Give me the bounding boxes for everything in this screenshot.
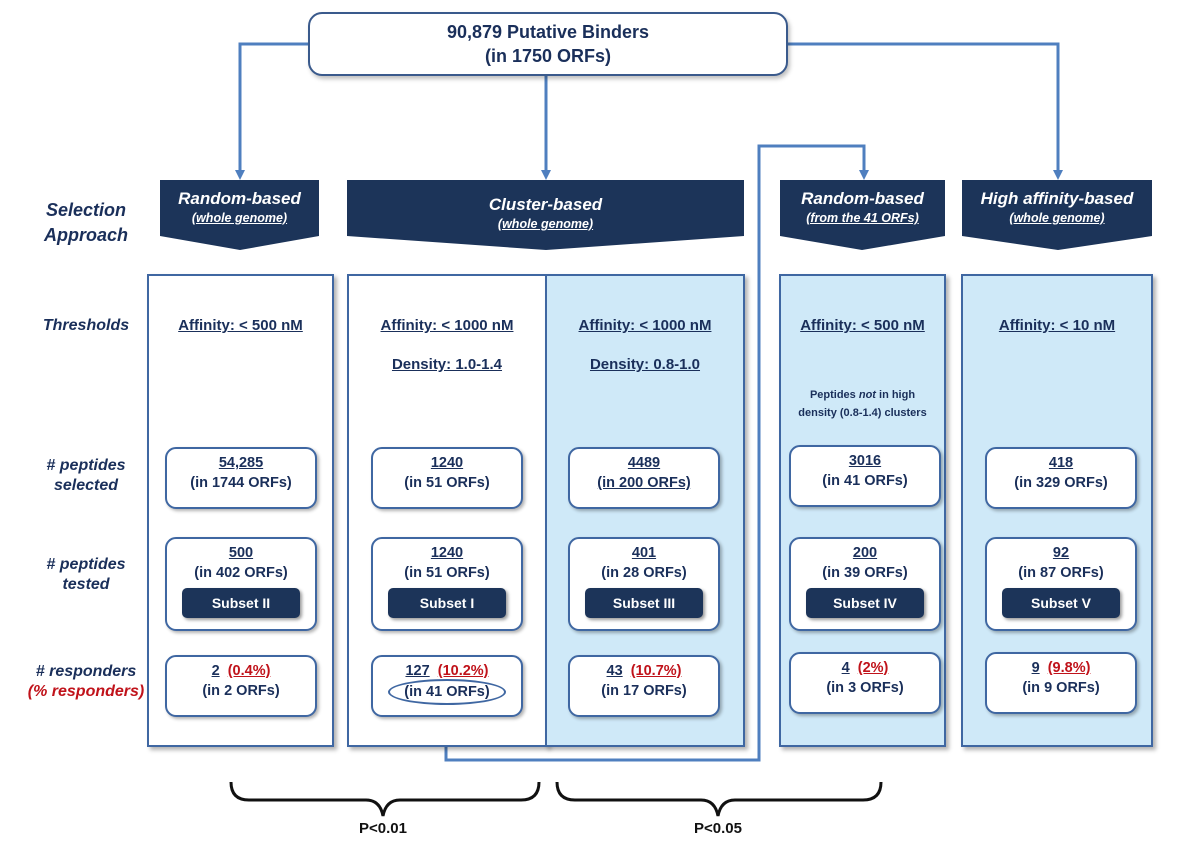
threshold-density: Density: 0.8-1.0 <box>589 356 701 373</box>
putative-binders-box: 90,879 Putative Binders (in 1750 ORFs) <box>308 12 788 76</box>
threshold-affinity: Affinity: < 10 nM <box>998 317 1116 334</box>
responders-box: 43 (10.7%) (in 17 ORFs) <box>568 655 720 717</box>
row-label-thresholds: Thresholds <box>42 317 130 334</box>
subset-badge: Subset IV <box>806 588 924 618</box>
banner-high-affinity-based: High affinity-based(whole genome) <box>980 189 1134 225</box>
tested-box: 500(in 402 ORFs) Subset II <box>165 537 317 631</box>
banner-random-based: Random-based(whole genome) <box>178 189 301 225</box>
banner-shape-high-affinity <box>962 180 1152 250</box>
selected-box: 418(in 329 ORFs) <box>985 447 1137 509</box>
responders-box: 9 (9.8%) (in 9 ORFs) <box>985 652 1137 714</box>
selected-box: 54,285(in 1744 ORFs) <box>165 447 317 509</box>
p-value-label: P<0.05 <box>694 820 742 837</box>
threshold-affinity: Affinity: < 1000 nM <box>578 317 712 334</box>
row-label-responders: # responders(% responders) <box>27 663 145 700</box>
row-label-selection-approach: Selection Approach <box>43 200 128 245</box>
banner-random-based-41-orfs: Random-based(from the 41 ORFs) <box>801 189 924 225</box>
banner-shape-random <box>160 180 319 250</box>
root-line1: 90,879 Putative Binders <box>446 22 650 42</box>
selected-box: 3016(in 41 ORFs) <box>789 445 941 507</box>
responders-box: 4 (2%) (in 3 ORFs) <box>789 652 941 714</box>
arrow-to-random-based <box>235 42 308 180</box>
root-line2: (in 1750 ORFs) <box>484 46 612 66</box>
bracket-p001 <box>229 781 541 817</box>
arrow-from-41-orfs <box>444 144 869 762</box>
orfs-highlight-ellipse: (in 41 ORFs) <box>388 679 506 705</box>
tested-box: 92(in 87 ORFs) Subset V <box>985 537 1137 631</box>
threshold-affinity: Affinity: < 500 nM <box>800 317 925 334</box>
banner-cluster-based: Cluster-based(whole genome) <box>488 195 603 231</box>
banner-shape-cluster <box>347 180 744 250</box>
tested-box: 200(in 39 ORFs) Subset IV <box>789 537 941 631</box>
subset-badge: Subset V <box>1002 588 1120 618</box>
selected-box: 1240(in 51 ORFs) <box>371 447 523 509</box>
threshold-affinity: Affinity: < 1000 nM <box>380 317 514 334</box>
responders-box: 2 (0.4%) (in 2 ORFs) <box>165 655 317 717</box>
p-value-label: P<0.01 <box>359 820 407 837</box>
subset-badge: Subset I <box>388 588 506 618</box>
responders-box: 127 (10.2%) (in 41 ORFs) <box>371 655 523 717</box>
threshold-density: Density: 1.0-1.4 <box>391 356 503 373</box>
random-41-note: Peptides not in high density (0.8-1.4) c… <box>798 389 927 419</box>
subset-badge: Subset II <box>182 588 300 618</box>
bracket-p005 <box>555 781 883 817</box>
tested-box: 1240(in 51 ORFs) Subset I <box>371 537 523 631</box>
banner-shape-random-41 <box>780 180 945 250</box>
tested-box: 401(in 28 ORFs) Subset III <box>568 537 720 631</box>
threshold-affinity: Affinity: < 500 nM <box>178 317 303 334</box>
arrow-to-high-affinity <box>788 42 1063 180</box>
selected-box: 4489(in 200 ORFs) <box>568 447 720 509</box>
subset-badge: Subset III <box>585 588 703 618</box>
